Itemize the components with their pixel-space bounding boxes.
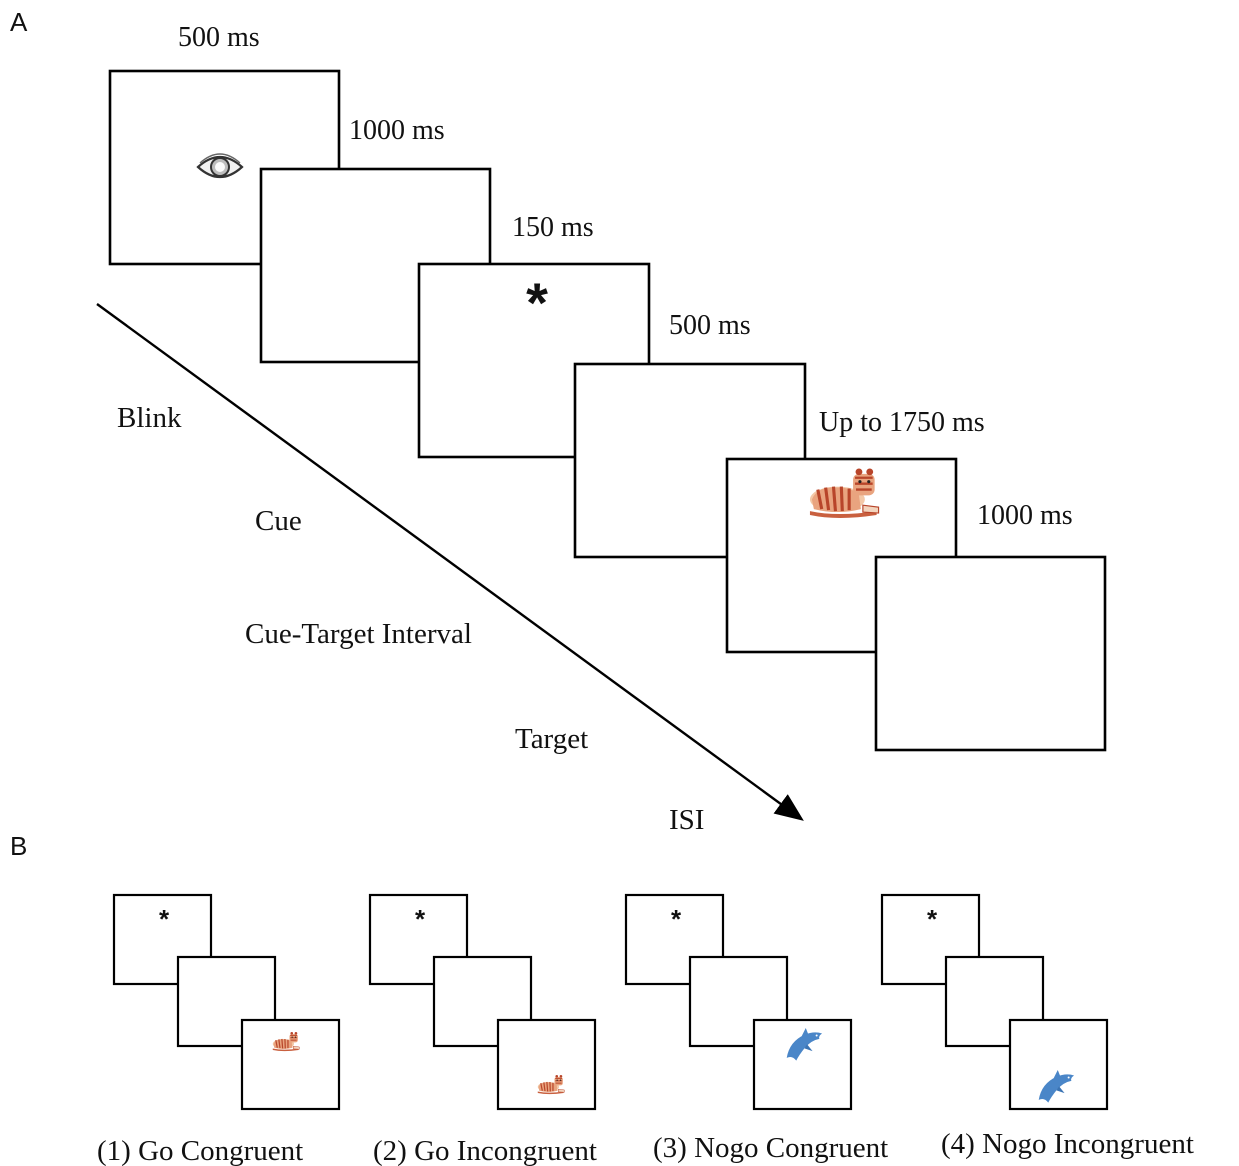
condition-nogo-incongruent: * (4) Nogo Incongruent	[880, 893, 1194, 1160]
timeline-arrow	[96, 303, 804, 821]
caption-nogo-congruent: (3) Nogo Congruent	[653, 1132, 888, 1164]
panel-b-label: B	[10, 831, 27, 861]
duration-isi: 1000 ms	[977, 500, 1073, 531]
stage-blink: Blink	[117, 402, 182, 434]
panel-a-sequence: *	[108, 69, 1107, 752]
duration-labels: 500 ms 1000 ms 150 ms 500 ms Up to 1750 …	[178, 22, 1073, 531]
target-frame	[752, 1018, 853, 1111]
stage-labels: Blink Cue Cue-Target Interval Target ISI	[117, 402, 704, 836]
caption-go-congruent: (1) Go Congruent	[97, 1135, 303, 1166]
asterisk-icon: *	[526, 271, 548, 334]
stage-cue-target-interval: Cue-Target Interval	[245, 618, 472, 650]
asterisk-icon: *	[671, 904, 682, 934]
duration-target: Up to 1750 ms	[819, 407, 985, 438]
caption-go-incongruent: (2) Go Incongruent	[373, 1135, 597, 1166]
panel-b-conditions: * (1) Go Congruent * (2) Go Incongruent …	[97, 893, 1194, 1166]
target-frame	[1008, 1018, 1109, 1111]
condition-nogo-congruent: * (3) Nogo Congruent	[624, 893, 888, 1164]
duration-blink: 500 ms	[178, 22, 260, 53]
stage-isi: ISI	[669, 804, 704, 836]
target-frame	[496, 1018, 597, 1111]
panel-a-label: A	[10, 7, 28, 37]
duration-interval: 500 ms	[669, 310, 751, 341]
stage-cue: Cue	[255, 505, 302, 537]
stage-target: Target	[515, 723, 588, 755]
asterisk-icon: *	[415, 904, 426, 934]
asterisk-icon: *	[159, 904, 170, 934]
condition-go-congruent: * (1) Go Congruent	[97, 893, 341, 1166]
condition-go-incongruent: * (2) Go Incongruent	[368, 893, 597, 1166]
caption-nogo-incongruent: (4) Nogo Incongruent	[941, 1128, 1194, 1160]
duration-cue: 150 ms	[512, 212, 594, 243]
frame-isi	[874, 555, 1107, 752]
asterisk-icon: *	[927, 904, 938, 934]
duration-pre-cue: 1000 ms	[349, 115, 445, 146]
